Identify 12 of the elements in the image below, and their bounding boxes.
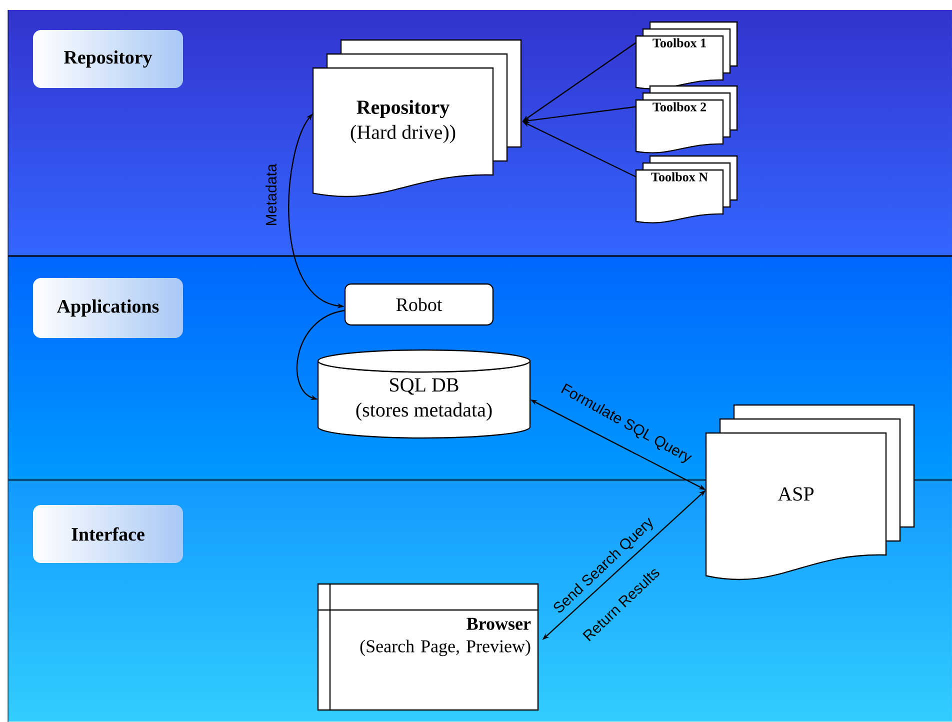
document-stack: Toolbox 1 xyxy=(635,21,738,90)
layer-label: Applications xyxy=(57,299,159,317)
window-box: Browser (Search Page, Preview) xyxy=(317,583,539,711)
process-box: Robot xyxy=(344,283,494,326)
arrow xyxy=(296,310,345,400)
edge-label: Metadata xyxy=(266,164,276,226)
document-stack: Toolbox 2 xyxy=(635,85,738,154)
layer-label: Interface xyxy=(72,527,144,541)
document-stack: Toolbox N xyxy=(635,155,738,224)
document-stack: Repository (Hard drive)) xyxy=(312,39,522,198)
document-stack: ASP xyxy=(705,404,915,580)
layer-label: Repository xyxy=(64,50,152,68)
